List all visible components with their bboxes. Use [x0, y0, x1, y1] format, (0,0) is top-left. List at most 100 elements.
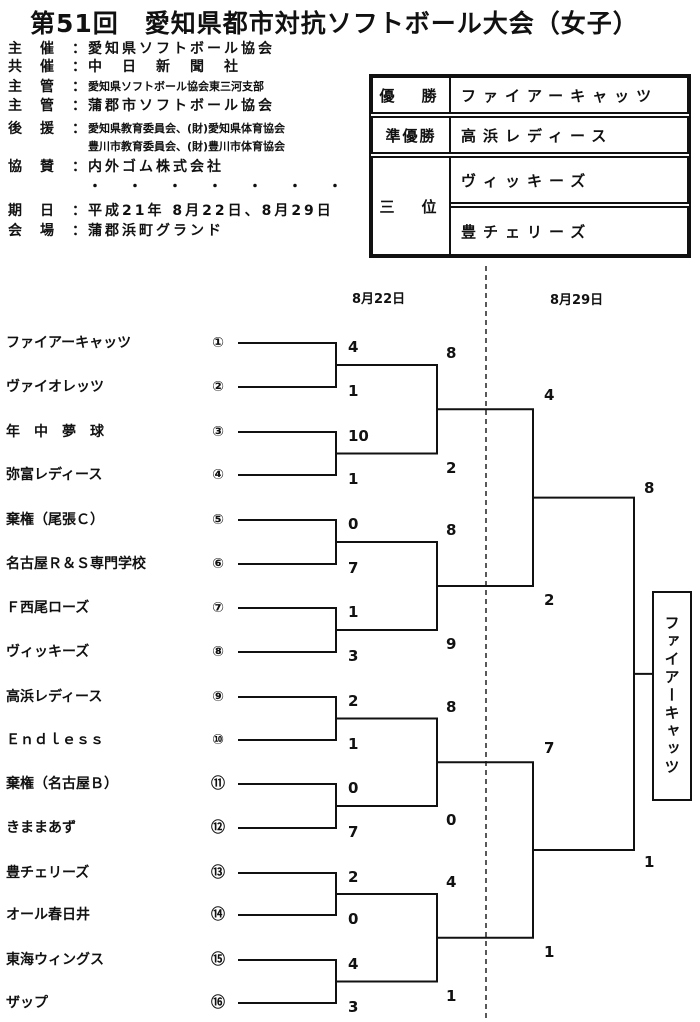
score-label: 0: [348, 910, 359, 928]
team-row: 年 中 夢 球 ③: [6, 422, 236, 442]
team-row: 棄権（名古屋Ｂ）⑪: [6, 774, 236, 794]
champion-box: ファイアーキャッツ: [652, 591, 692, 801]
results-table: 優 勝 ファイアーキャッツ 準優勝 高浜レディース 三 位 ヴィッキーズ 豊チェ…: [369, 74, 691, 258]
score-label: 1: [544, 942, 555, 961]
score-label: 0: [348, 779, 359, 797]
seed-number: ⑪: [211, 776, 225, 792]
seed-number: ⑬: [211, 865, 225, 881]
seed-number: ⑧: [212, 644, 224, 660]
info-label: 共 催: [8, 59, 56, 75]
info-separator: ：: [72, 223, 86, 239]
page-title: 第51回 愛知県都市対抗ソフトボール大会（女子）: [30, 9, 639, 38]
score-label: 8: [446, 697, 457, 716]
team-row: ヴィッキーズ ⑧: [6, 642, 236, 662]
score-label: 9: [446, 635, 457, 653]
score-label: 1: [644, 853, 655, 871]
score-label: 10: [348, 427, 369, 445]
team-row: 弥富レディース ④: [6, 465, 236, 485]
date-day1: 8月22日: [352, 292, 406, 307]
score-label: 8: [446, 344, 457, 362]
score-label: 4: [446, 873, 457, 891]
score-label: 1: [348, 470, 359, 488]
team-row: Ｅｎｄｌｅｓｓ ⑩: [6, 730, 236, 750]
seed-number: ⑯: [211, 995, 225, 1011]
final-line: [533, 496, 635, 851]
seed-number: ⑩: [212, 732, 224, 748]
info-separator: ：: [72, 159, 86, 175]
seed-number: ⑫: [211, 820, 225, 836]
score-label: 2: [348, 692, 359, 710]
team-row: ヴァイオレッツ ②: [6, 377, 236, 397]
round1-line: [238, 607, 337, 653]
round1-line: [238, 431, 337, 476]
round1-line: [238, 959, 337, 1004]
score-label: 1: [446, 986, 457, 1005]
info-label: 会 場: [8, 223, 56, 239]
score-label: 2: [544, 591, 555, 609]
score-label: 4: [348, 955, 359, 973]
team-name: 東海ウィングス: [6, 952, 104, 968]
seed-number: ③: [212, 424, 224, 440]
info-value: 平成21年 8月22日、8月29日: [88, 203, 334, 219]
seed-number: ⑨: [212, 689, 224, 705]
info-value: 豊川市教育委員会、(財)豊川市体育協会: [88, 140, 286, 153]
team-name: 棄権（尾張Ｃ）: [6, 512, 104, 528]
date-day2: 8月29日: [550, 293, 604, 308]
team-row: 東海ウィングス ⑮: [6, 950, 236, 970]
score-label: 0: [348, 515, 359, 533]
team-row: 高浜レディース ⑨: [6, 687, 236, 707]
info-label: 協 賛: [8, 159, 56, 175]
round1-line: [238, 872, 337, 916]
team-name: ザップ: [6, 995, 48, 1011]
team-row: ザップ ⑯: [6, 993, 236, 1013]
score-label: 1: [348, 382, 359, 400]
score-label: 2: [446, 458, 457, 477]
team-name: 高浜レディース: [6, 689, 103, 705]
third-value-2: 豊チェリーズ: [449, 206, 689, 256]
round1-line: [238, 519, 337, 565]
round1-line: [238, 342, 337, 388]
info-value: 内外ゴム株式会社: [88, 159, 224, 175]
info-label: 主 管: [8, 79, 56, 95]
team-name: Ｆ西尾ローズ: [6, 600, 90, 616]
seed-number: ②: [212, 379, 224, 395]
seed-number: ④: [212, 467, 224, 483]
score-label: 7: [544, 739, 555, 758]
seed-number: ⑮: [211, 952, 225, 968]
score-label: 1: [348, 603, 359, 621]
team-name: ヴァイオレッツ: [6, 379, 104, 395]
team-name: オール春日井: [6, 907, 90, 923]
info-value: ・・・・・・・: [88, 179, 368, 195]
team-row: オール春日井 ⑭: [6, 905, 236, 925]
team-row: 名古屋Ｒ＆Ｓ専門学校 ⑥: [6, 554, 236, 574]
info-separator: ：: [72, 59, 86, 75]
team-row: 豊チェリーズ ⑬: [6, 863, 236, 883]
info-separator: ：: [72, 79, 86, 95]
info-value: 愛知県ソフトボール協会: [88, 41, 275, 57]
team-name: Ｅｎｄｌｅｓｓ: [6, 732, 104, 748]
semifinal-line: [437, 408, 534, 587]
seed-number: ⑥: [212, 556, 224, 572]
team-name: ヴィッキーズ: [6, 644, 90, 660]
champion-value: ファイアーキャッツ: [449, 76, 689, 114]
team-name: 豊チェリーズ: [6, 865, 90, 881]
score-label: 3: [348, 998, 359, 1016]
seed-number: ⑭: [211, 907, 225, 923]
third-value-1: ヴィッキーズ: [449, 156, 689, 204]
info-value: 愛知県教育委員会、(財)愛知県体育協会: [88, 122, 286, 135]
score-label: 8: [446, 521, 457, 539]
round1-line: [238, 783, 337, 829]
info-label: 期 日: [8, 203, 56, 219]
score-label: 8: [644, 478, 655, 497]
round1-line: [238, 696, 337, 741]
team-name: 弥富レディース: [6, 467, 103, 483]
team-name: きままあず: [6, 820, 76, 836]
team-row: 棄権（尾張Ｃ）⑤: [6, 510, 236, 530]
score-label: 0: [446, 811, 457, 829]
team-name: 名古屋Ｒ＆Ｓ専門学校: [6, 556, 146, 572]
team-name: 年 中 夢 球: [6, 424, 104, 440]
info-value: 中 日 新 聞 社: [88, 59, 241, 75]
